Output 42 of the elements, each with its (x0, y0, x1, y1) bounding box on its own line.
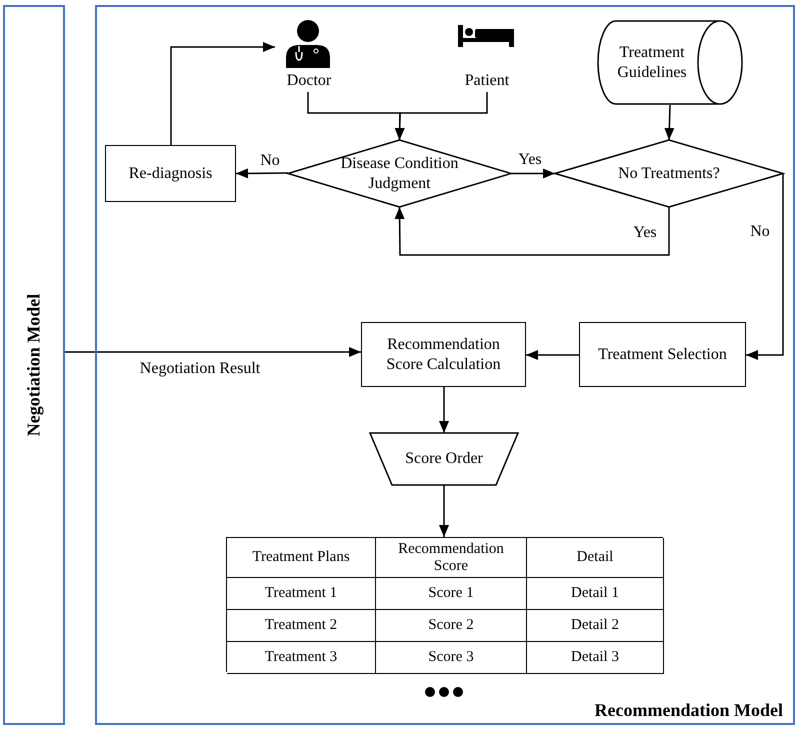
box-label: Recommendation Score Calculation (385, 334, 502, 374)
arrow (439, 387, 449, 433)
process-box (105, 145, 236, 202)
arrow (664, 104, 674, 140)
arrow (511, 168, 555, 178)
role-label: Doctor (286, 72, 332, 89)
edge-label: Negotiation Result (138, 360, 262, 378)
table-cell: Treatment 2 (227, 610, 376, 642)
node-label: Score Order (405, 449, 483, 469)
arrow (746, 174, 784, 360)
box-label: Treatment Selection (597, 344, 728, 364)
node-label: No Treatments? (618, 164, 720, 184)
table-cell: Treatment 1 (227, 578, 376, 610)
process-box (579, 322, 746, 387)
process-box (361, 322, 526, 387)
node-label: Treatment Guidelines (616, 43, 688, 82)
table-cell: Detail (527, 538, 664, 578)
table-cell: Detail 2 (527, 610, 664, 642)
arrow (394, 92, 488, 140)
edge-label: Yes (516, 151, 544, 169)
panel (3, 5, 65, 725)
box-label: Re-diagnosis (128, 164, 214, 184)
arrow (394, 207, 670, 256)
table-cell: Treatment 3 (227, 642, 376, 674)
arrow (236, 168, 288, 178)
table-cell: Score 1 (376, 578, 527, 610)
table-cell: Detail 3 (527, 642, 664, 674)
table-cell: Score 3 (376, 642, 527, 674)
arrow (439, 485, 449, 537)
arrow (65, 347, 361, 357)
arrow (526, 350, 579, 360)
panel-title: Negotiation Model (24, 294, 44, 436)
table-cell: Score 2 (376, 610, 527, 642)
table-cell: Recommendation Score (376, 538, 527, 578)
table-cell: Treatment Plans (227, 538, 376, 578)
table-cell: Detail 1 (527, 578, 664, 610)
node-label: Disease Condition Judgment (340, 154, 460, 193)
role-label: Patient (464, 72, 510, 89)
data-table (226, 537, 663, 672)
panel-title: Recommendation Model (594, 700, 783, 721)
panel (95, 5, 795, 725)
arrow (170, 42, 275, 145)
